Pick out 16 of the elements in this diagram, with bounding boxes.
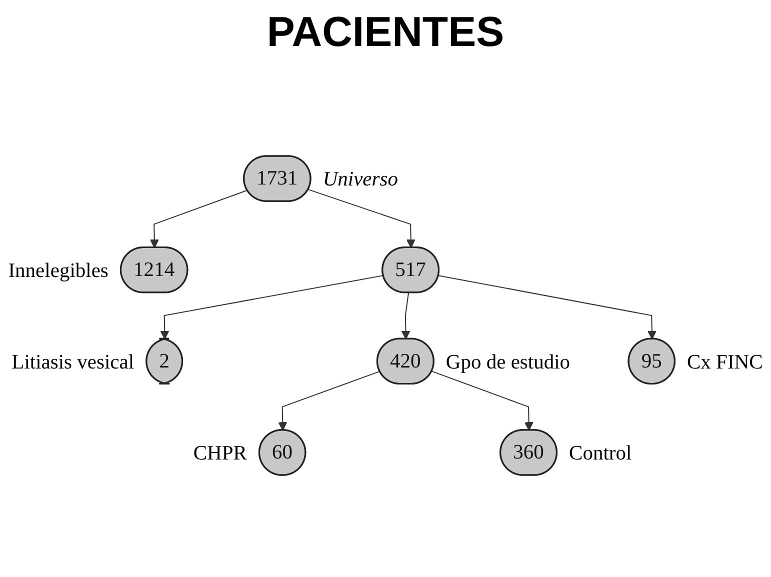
annotation-text: Cx FINC	[687, 351, 763, 374]
annotation-text: Litiasis vesical	[12, 351, 134, 374]
annotation-text: Gpo de estudio	[446, 351, 570, 374]
ellipse-node: 60	[258, 429, 306, 476]
ellipse-node: 1214	[120, 246, 188, 294]
annotation-text: Control	[569, 442, 632, 465]
ellipse-node: 95	[628, 338, 676, 384]
ellipse-node: 360	[500, 429, 558, 476]
ellipse-node: 517	[382, 246, 440, 294]
annotation-text: Innelegibles	[8, 260, 108, 282]
annotation-text: Universo	[322, 168, 398, 191]
annotation-text: CHPR	[193, 442, 247, 465]
ellipse-node: 2	[146, 338, 184, 384]
ellipse-node: 1731	[243, 155, 312, 202]
diagram-title: PACIENTES	[266, 7, 506, 57]
ellipse-node: 420	[376, 338, 434, 384]
